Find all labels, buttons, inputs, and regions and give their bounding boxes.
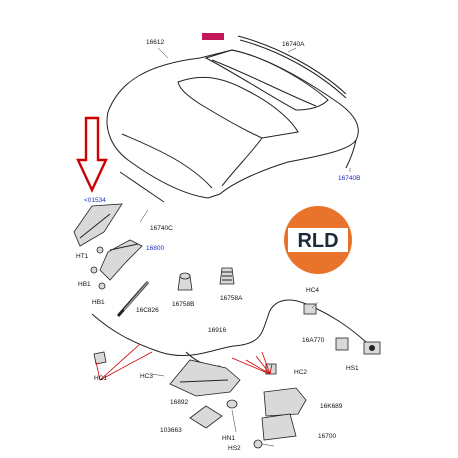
latch-assembly — [261, 387, 307, 441]
clip-hc1 — [93, 351, 107, 365]
label-hood: 16612 — [146, 39, 164, 46]
red-arrow-icon — [76, 116, 108, 193]
leader-lines — [95, 47, 351, 447]
label-b103: 103663 — [160, 427, 182, 434]
label-hc4: HC4 — [306, 287, 319, 294]
label-hn1: HN1 — [222, 435, 235, 442]
label-buffer-a: 16758A — [220, 295, 243, 302]
buffer-b — [177, 272, 193, 291]
rld-logo: RLD — [284, 206, 352, 274]
seal-right — [345, 139, 357, 169]
label-hb1-bottom: HB1 — [92, 299, 105, 306]
buffer-a — [219, 267, 235, 285]
release-cable — [91, 299, 367, 367]
strut-part — [116, 281, 150, 317]
label-buffer-b: 16758B — [172, 301, 194, 308]
label-hinge: 16800 — [146, 245, 164, 252]
highlight-box — [202, 33, 224, 40]
label-a770: 16A770 — [302, 337, 325, 344]
label-hb1-top: HB1 — [78, 281, 91, 288]
label-seal-front-left: 16740C — [150, 225, 173, 232]
label-latch-k: 16K689 — [320, 403, 343, 410]
nut-hn1 — [226, 399, 238, 409]
label-hs2: HS2 — [228, 445, 241, 452]
label-cable: 16916 — [208, 327, 226, 334]
seal-front-left — [119, 171, 165, 203]
clip-hc4 — [303, 303, 317, 315]
logo-text: RLD — [297, 230, 338, 252]
release-handle — [335, 337, 381, 355]
hinge-part — [90, 239, 143, 290]
label-latch: 16700 — [318, 433, 336, 440]
label-hs1: HS1 — [346, 365, 359, 372]
label-ht1: HT1 — [76, 253, 89, 260]
left-bracket-part — [73, 203, 123, 247]
label-hc2: HC2 — [294, 369, 307, 376]
label-bracket: 16892 — [170, 399, 188, 406]
label-strut: 16C826 — [136, 307, 159, 314]
label-seal-top-right: 16740A — [282, 41, 305, 48]
bracket-103663 — [189, 405, 223, 429]
screw-hs2 — [253, 439, 263, 449]
label-seal-right: 16740B — [338, 175, 360, 182]
label-left-part: <01534 — [84, 197, 106, 204]
bracket-part — [169, 359, 241, 397]
label-hc3: HC3 — [140, 373, 153, 380]
seal-top-right — [237, 35, 347, 99]
label-hc1: HC1 — [94, 375, 107, 382]
hood-panel — [106, 49, 359, 199]
